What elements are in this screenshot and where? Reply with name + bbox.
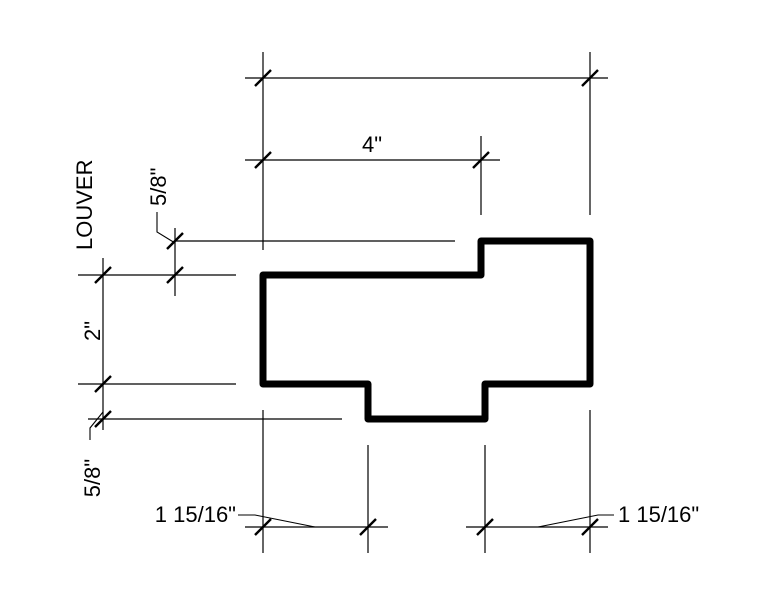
bottom-extension-lines <box>262 410 591 553</box>
top-width-label: 4" <box>362 132 382 157</box>
left-bottom-width-dimension: 1 15/16" <box>155 502 388 536</box>
top-width-dimension: 4" <box>245 132 500 215</box>
right-bottom-width-dimension: 1 15/16" <box>466 502 699 536</box>
overall-width-dimension <box>245 52 608 250</box>
right-bottom-width-label: 1 15/16" <box>618 502 699 527</box>
drawing-title: LOUVER <box>72 160 97 250</box>
top-offset-dimension: 5/8" <box>146 168 184 296</box>
left-bottom-width-label: 1 15/16" <box>155 502 236 527</box>
bottom-offset-dimension: 5/8" <box>80 411 105 497</box>
bottom-offset-label: 5/8" <box>80 459 105 497</box>
height-label: 2" <box>80 321 105 341</box>
louver-profile-outline <box>259 237 594 423</box>
top-offset-label: 5/8" <box>146 168 171 206</box>
height-dimension: 2" <box>80 258 112 430</box>
